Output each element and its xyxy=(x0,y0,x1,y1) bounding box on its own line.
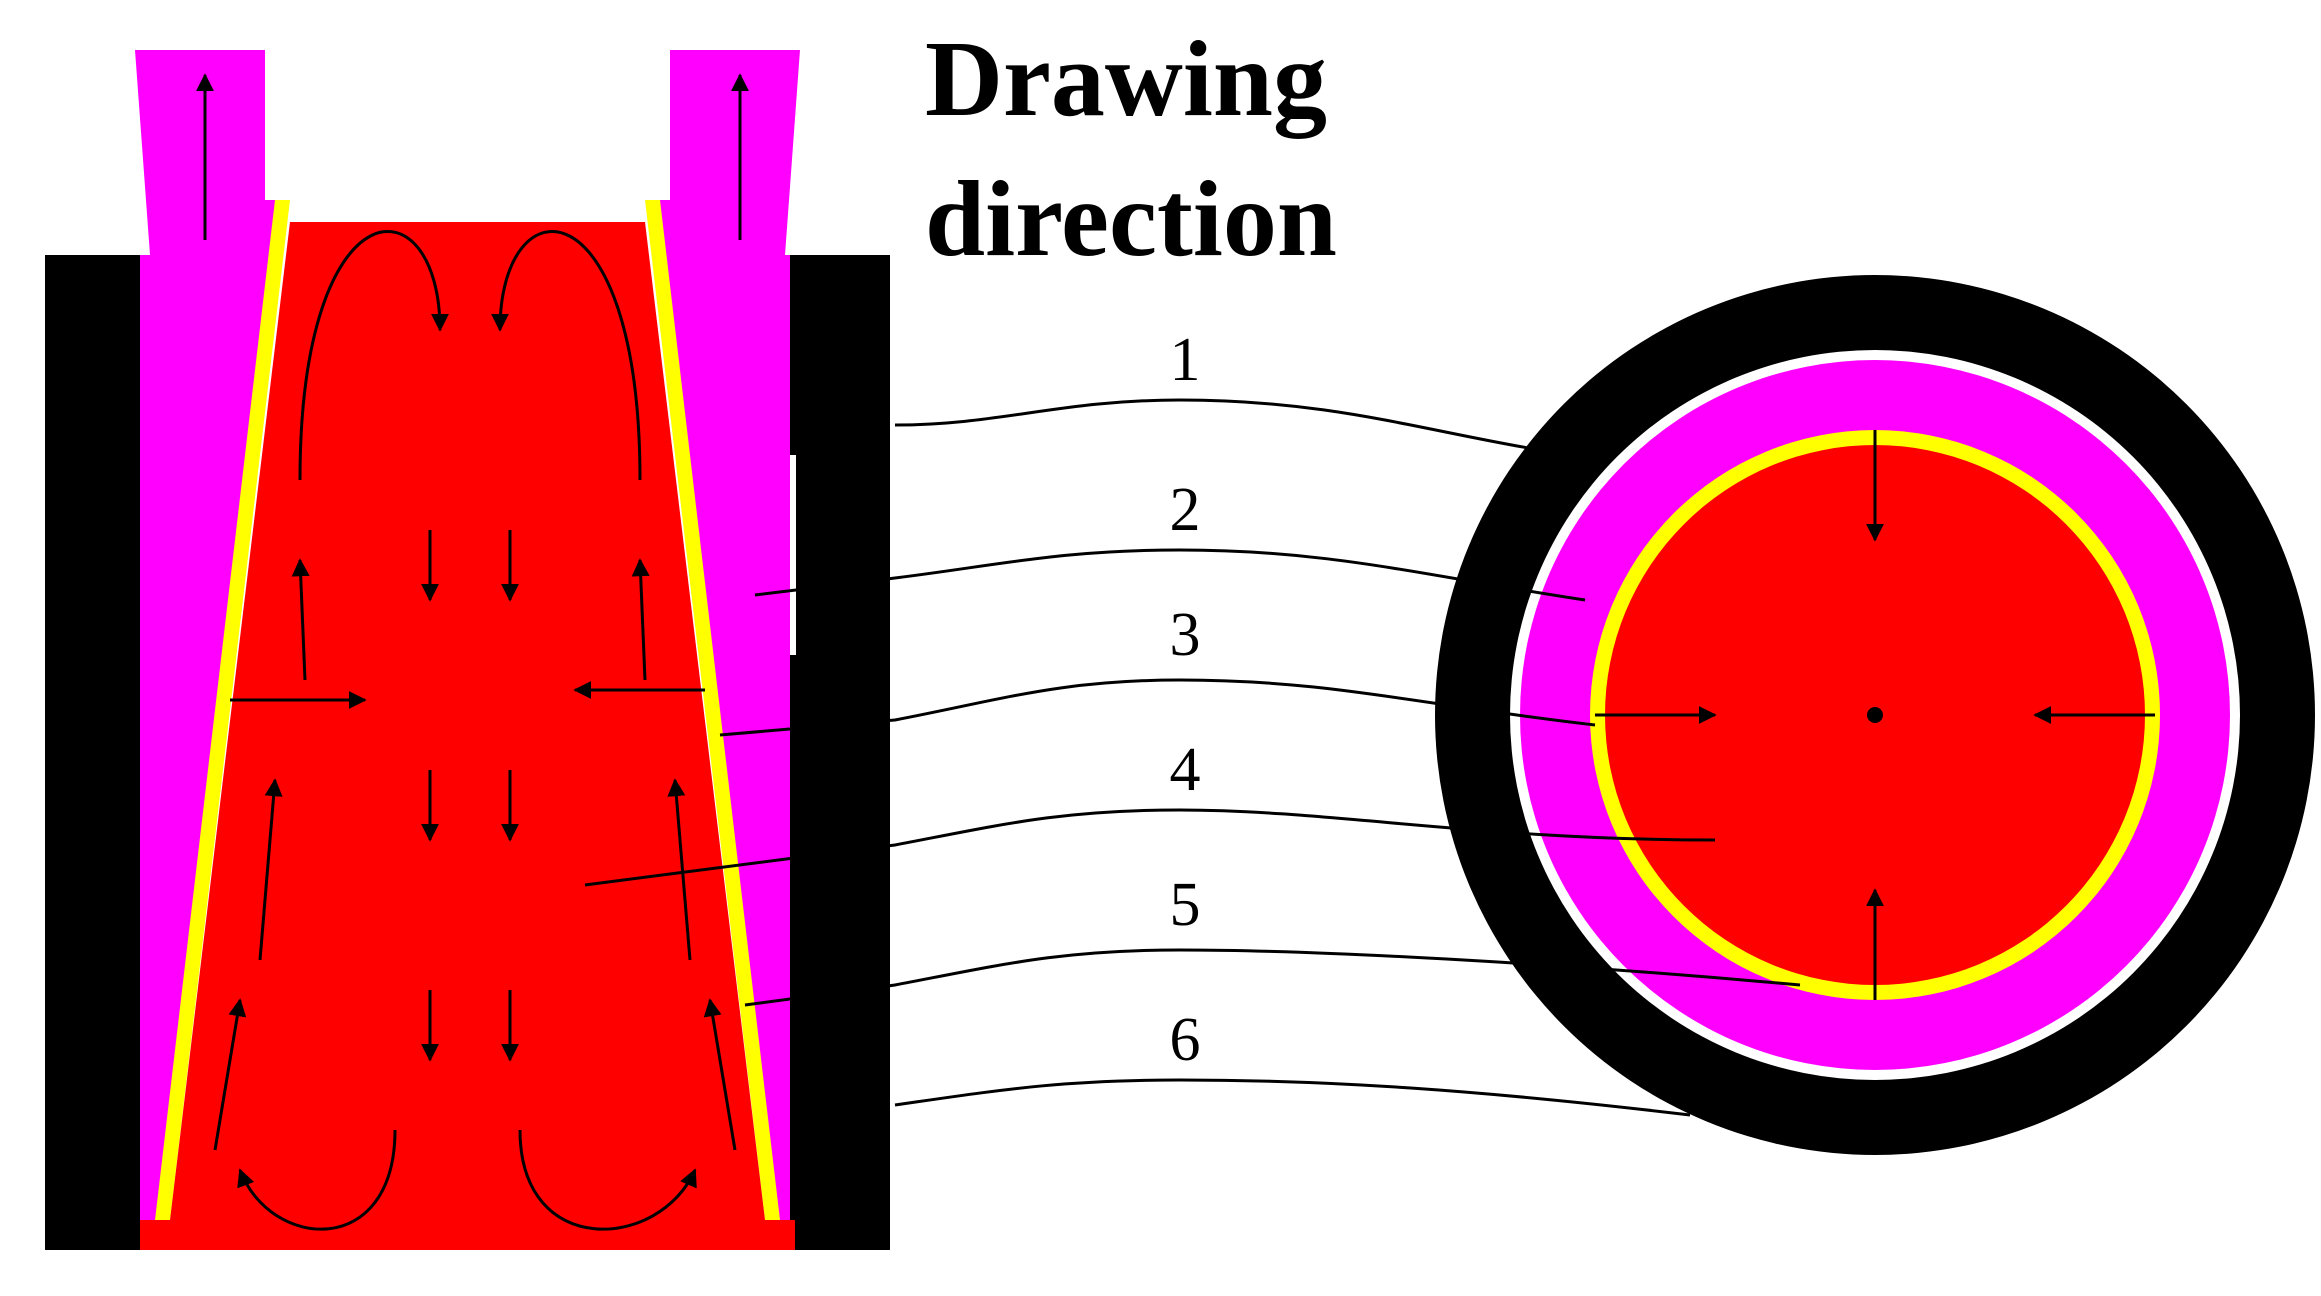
radial-arrows xyxy=(1595,430,2155,1000)
mold-wall-left xyxy=(45,255,145,1250)
slag-film-right xyxy=(655,50,800,1220)
leader-4 xyxy=(584,808,1716,887)
slag-film-left xyxy=(135,50,280,1220)
leader-1 xyxy=(894,398,1541,452)
callout-2: 2 xyxy=(1170,476,1201,544)
liquid-film-right xyxy=(645,200,780,1220)
callout-6: 6 xyxy=(1170,1006,1201,1074)
flow-lines xyxy=(213,230,737,1231)
mold-wall-right xyxy=(790,255,890,1250)
longitudinal-section xyxy=(45,50,890,1250)
leader-3 xyxy=(719,678,1596,737)
callout-4: 4 xyxy=(1170,736,1201,804)
molten-steel-core xyxy=(170,222,765,1220)
cross-section xyxy=(1435,275,2315,1155)
liquid-film-left xyxy=(155,200,290,1220)
callout-1: 1 xyxy=(1170,326,1201,394)
callout-3: 3 xyxy=(1170,601,1201,669)
center-dot xyxy=(1867,707,1883,723)
leader-2 xyxy=(754,548,1586,602)
leader-lines xyxy=(584,398,1801,1117)
callout-5: 5 xyxy=(1170,871,1201,939)
steel-base xyxy=(140,1220,795,1250)
title-line-1: Drawing xyxy=(925,20,1327,139)
mold-gap-right xyxy=(790,455,796,655)
leader-6 xyxy=(894,1078,1691,1117)
leader-5 xyxy=(744,948,1801,1007)
title-line-2: direction xyxy=(925,160,1337,279)
